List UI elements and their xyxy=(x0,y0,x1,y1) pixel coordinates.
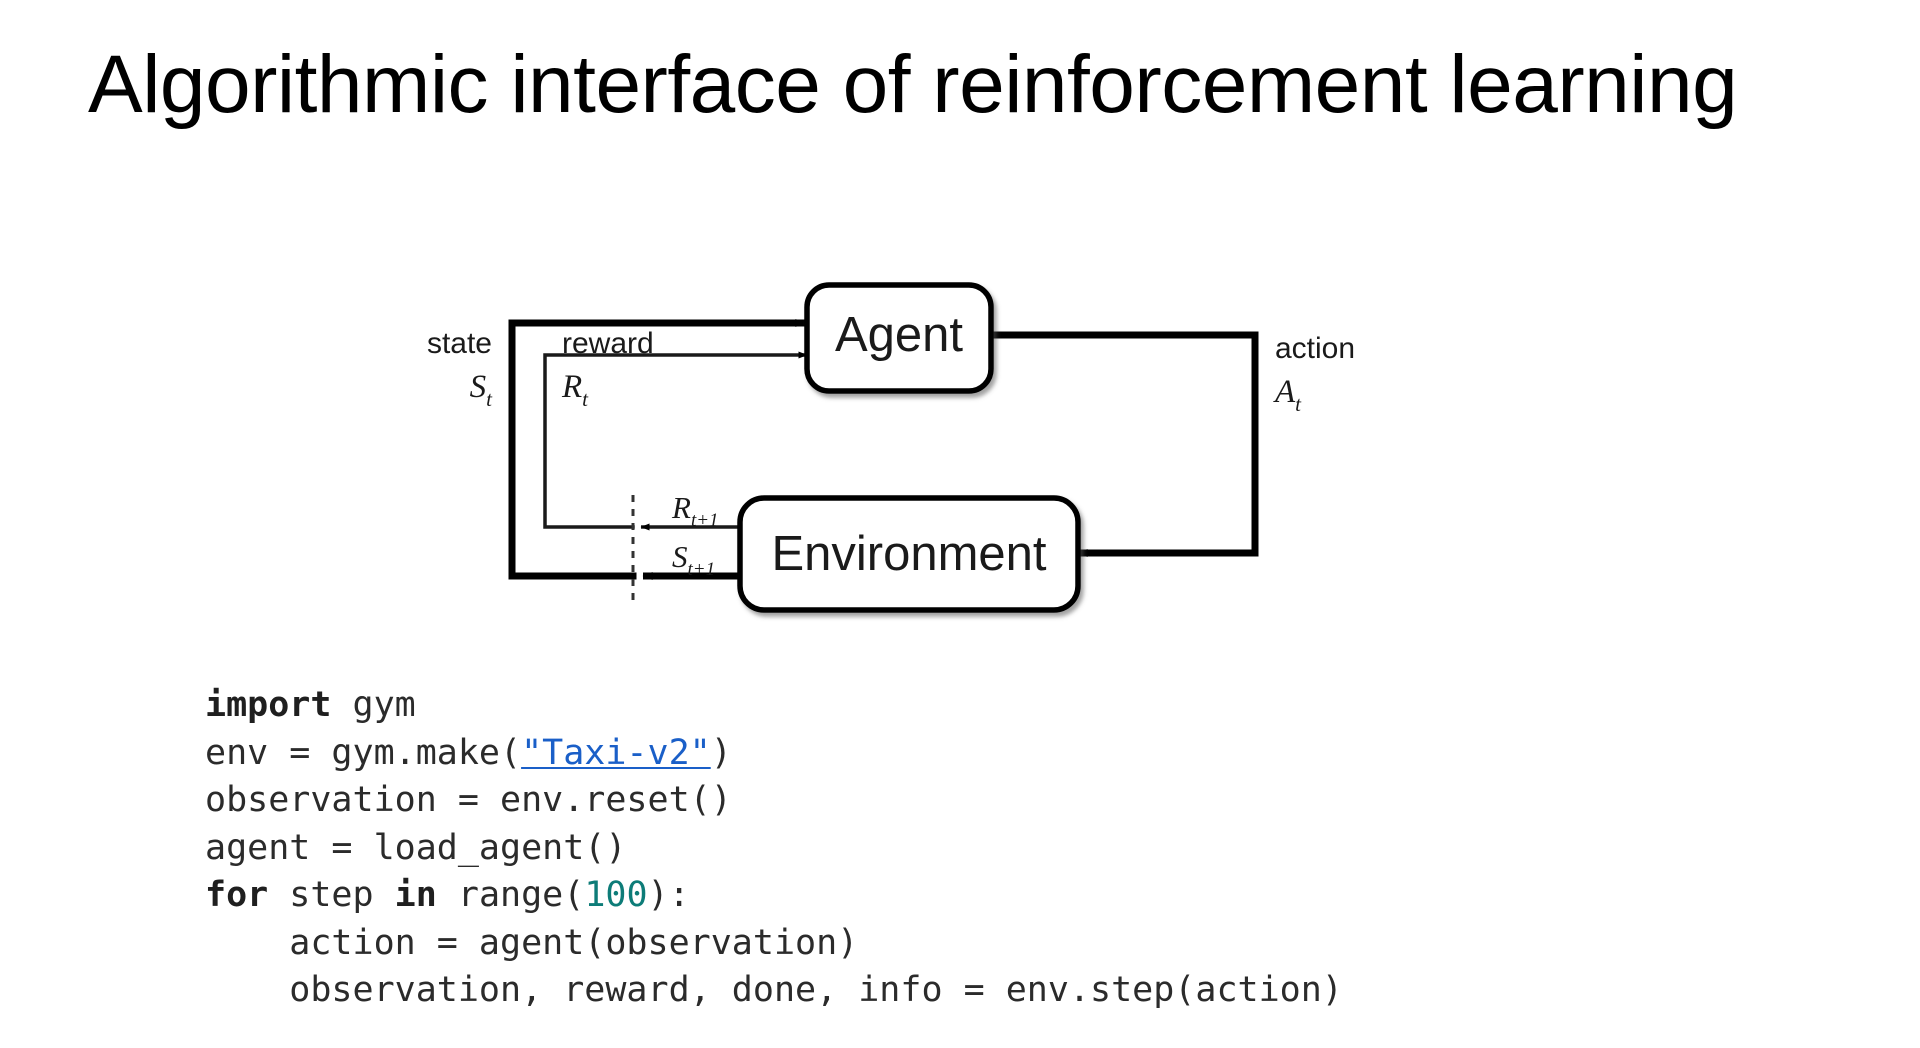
svg-text:St+1: St+1 xyxy=(672,539,715,580)
reward-label-word: reward xyxy=(562,327,654,360)
code-line: observation = env.reset() xyxy=(205,777,1343,825)
code-token: observation = env.reset() xyxy=(205,780,732,820)
code-token: gym xyxy=(331,685,416,725)
code-token: import xyxy=(205,685,332,725)
svg-text:Rt+1: Rt+1 xyxy=(671,490,719,531)
next-state-label-symbol: S xyxy=(672,539,688,574)
reward-label-symbol: R xyxy=(561,369,582,405)
environment-node-label: Environment xyxy=(771,527,1046,581)
code-token: step xyxy=(268,875,395,915)
code-token: agent = load_agent() xyxy=(205,827,627,868)
state-label-word: state xyxy=(427,327,492,360)
action-label-subscript: t xyxy=(1295,392,1302,416)
svg-text:Rt: Rt xyxy=(561,369,589,411)
code-line: action = agent(observation) xyxy=(205,920,1343,968)
code-line: observation, reward, done, info = env.st… xyxy=(205,967,1343,1015)
code-link-token[interactable]: "Taxi-v2" xyxy=(521,732,711,773)
environment-node: Environment xyxy=(737,495,1081,613)
state-label: state St xyxy=(427,327,493,411)
action-label: action At xyxy=(1273,332,1355,416)
svg-text:At: At xyxy=(1273,374,1302,416)
rl-loop-diagram: Agent Environment state St reward Rt act… xyxy=(0,195,1400,625)
svg-text:St: St xyxy=(470,369,494,411)
reward-label-subscript: t xyxy=(582,387,589,411)
state-label-symbol: S xyxy=(470,369,487,405)
code-token: range( xyxy=(436,875,585,915)
next-reward-label-symbol: R xyxy=(671,490,691,525)
next-state-label: St+1 xyxy=(672,539,715,580)
code-line: agent = load_agent() xyxy=(205,825,1343,873)
state-edge xyxy=(508,319,809,580)
agent-node-label: Agent xyxy=(835,308,963,362)
code-token: env = gym.make( xyxy=(205,732,522,773)
next-reward-label-subscript: t+1 xyxy=(691,510,719,531)
code-token: 100 xyxy=(584,875,648,915)
code-line: env = gym.make("Taxi-v2") xyxy=(205,730,1343,778)
action-label-symbol: A xyxy=(1273,374,1296,410)
code-line: import gym xyxy=(205,682,1343,730)
reward-label: reward Rt xyxy=(561,327,654,411)
agent-node: Agent xyxy=(804,282,994,394)
next-reward-label: Rt+1 xyxy=(671,490,719,531)
code-token: action = agent(observation) xyxy=(205,922,859,963)
next-state-label-subscript: t+1 xyxy=(688,559,716,580)
reward-edge xyxy=(543,351,809,529)
code-token: ) xyxy=(710,732,732,773)
page-title: Algorithmic interface of reinforcement l… xyxy=(88,39,1738,130)
code-token: observation, reward, done, info = env.st… xyxy=(205,970,1343,1010)
action-label-word: action xyxy=(1275,332,1355,365)
code-token: in xyxy=(394,875,437,915)
code-token: ): xyxy=(647,875,690,915)
code-line: for step in range(100): xyxy=(205,872,1343,920)
action-edge xyxy=(986,331,1259,557)
code-token: for xyxy=(205,875,269,915)
state-label-subscript: t xyxy=(486,387,493,411)
